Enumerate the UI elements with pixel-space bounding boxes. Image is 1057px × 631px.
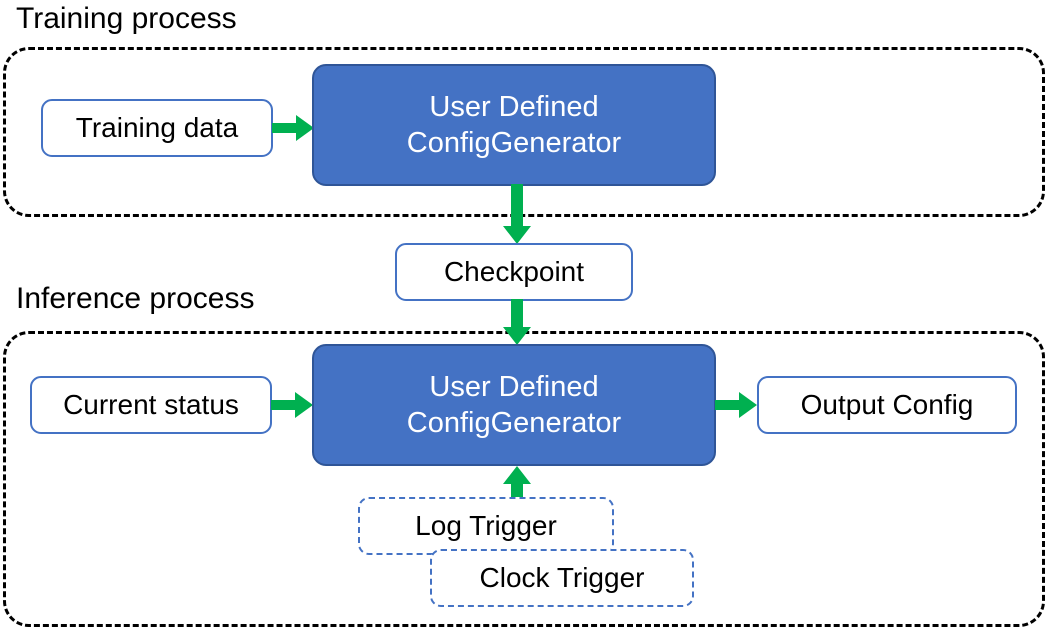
node-clock-trigger[interactable]: Clock Trigger <box>430 549 694 607</box>
arrow-current-status-to-generator <box>271 390 315 420</box>
arrow-generator-to-output-config <box>715 390 759 420</box>
node-log-trigger[interactable]: Log Trigger <box>358 497 614 555</box>
node-label-line2: ConfigGenerator <box>406 127 622 159</box>
node-label-line2: ConfigGenerator <box>406 407 622 439</box>
training-process-container <box>3 47 1045 217</box>
node-label-line1: User Defined <box>429 91 599 123</box>
node-checkpoint[interactable]: Checkpoint <box>395 243 633 301</box>
arrow-trigger-to-generator <box>502 466 532 506</box>
training-process-title: Training process <box>16 2 237 35</box>
arrow-generator-to-checkpoint <box>502 184 532 246</box>
node-current-status[interactable]: Current status <box>30 376 272 434</box>
node-inference-user-defined-configgenerator[interactable]: User Defined ConfigGenerator <box>312 344 716 466</box>
node-training-user-defined-configgenerator[interactable]: User Defined ConfigGenerator <box>312 64 716 186</box>
node-output-config[interactable]: Output Config <box>757 376 1017 434</box>
node-label-line1: User Defined <box>429 371 599 403</box>
arrow-training-data-to-generator <box>272 113 316 143</box>
node-training-data[interactable]: Training data <box>41 99 273 157</box>
arrow-checkpoint-to-generator <box>502 299 532 347</box>
inference-process-title: Inference process <box>16 282 255 315</box>
